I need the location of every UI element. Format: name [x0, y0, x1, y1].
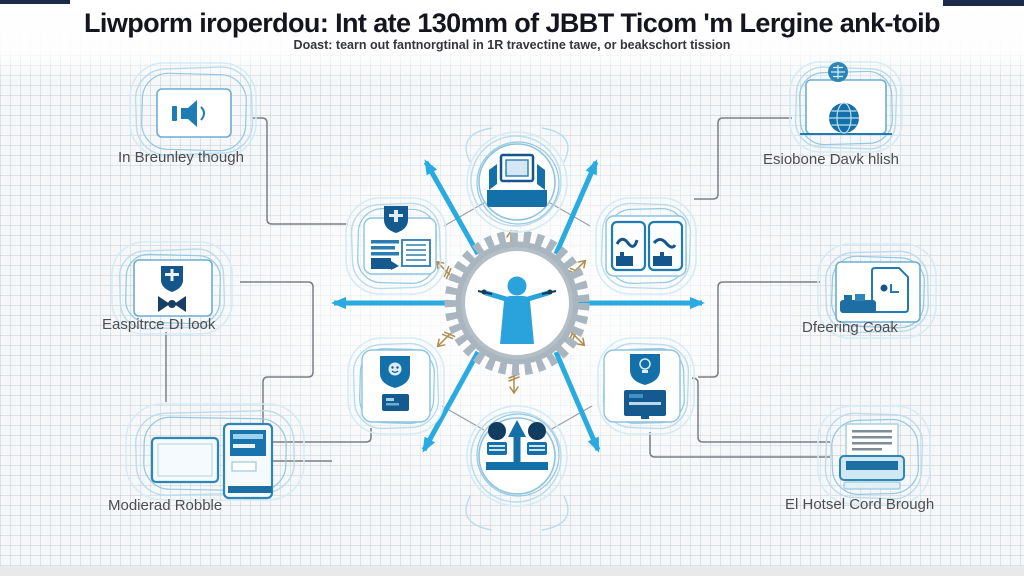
page-title: Liwporm iroperdou: Int ate 130mm of JBBT…	[84, 8, 941, 38]
inner-node-lower-left	[347, 337, 445, 435]
team-growth-icon	[486, 420, 548, 470]
gold-arrow-south	[508, 373, 520, 394]
top-left-corner-bar	[0, 0, 70, 4]
outer-node-top-left	[129, 62, 257, 158]
computer-in-tray-icon	[487, 153, 547, 207]
open-book-icon	[610, 220, 684, 272]
outer-node-top-right	[789, 61, 903, 153]
outer-node-middle-right	[817, 243, 937, 339]
inner-node-lower-right	[597, 337, 695, 435]
laptop-globe-icon	[800, 62, 892, 135]
shield-monitor-icon	[624, 354, 666, 419]
inner-node-upper-left	[345, 197, 447, 295]
printer-icon	[839, 423, 905, 490]
label-bottom-left: Modierad Robble	[108, 497, 223, 514]
label-middle-right: Dfeering Coak	[802, 319, 898, 336]
outer-node-middle-left	[111, 241, 233, 335]
person-gear-icon	[477, 276, 557, 344]
outer-node-bottom-right	[817, 405, 931, 505]
inner-node-upper-right	[595, 197, 697, 295]
screen-shield-person-icon	[158, 266, 186, 312]
inner-node-top	[465, 127, 569, 233]
shield-document-icon	[371, 206, 431, 270]
connector-lines	[165, 117, 830, 462]
arrow-up-left	[423, 159, 481, 256]
arrow-up-right	[553, 159, 599, 255]
inner-node-bottom	[465, 405, 569, 531]
label-top-right: Esiobone Davk hlish	[763, 151, 899, 168]
desktop-tower-icon	[150, 422, 274, 500]
arrow-down-right	[553, 351, 601, 453]
outer-node-bottom-left	[125, 403, 305, 501]
bottom-strip	[0, 566, 1024, 576]
label-top-left: In Breunley though	[118, 149, 244, 166]
hub-person-gear	[444, 230, 590, 376]
screen-speaker-icon	[172, 100, 205, 127]
arrow-down-left	[421, 350, 481, 453]
page-subtitle: Doast: tearn out fantnorgtinal in 1R tra…	[293, 38, 731, 52]
desk-monitor-icon	[840, 267, 909, 313]
label-bottom-right: El Hotsel Cord Brough	[785, 496, 935, 513]
top-right-corner-bar	[943, 0, 1024, 6]
label-middle-left: Easpitrce DI look	[102, 316, 216, 333]
shield-id-card-icon	[380, 356, 410, 411]
